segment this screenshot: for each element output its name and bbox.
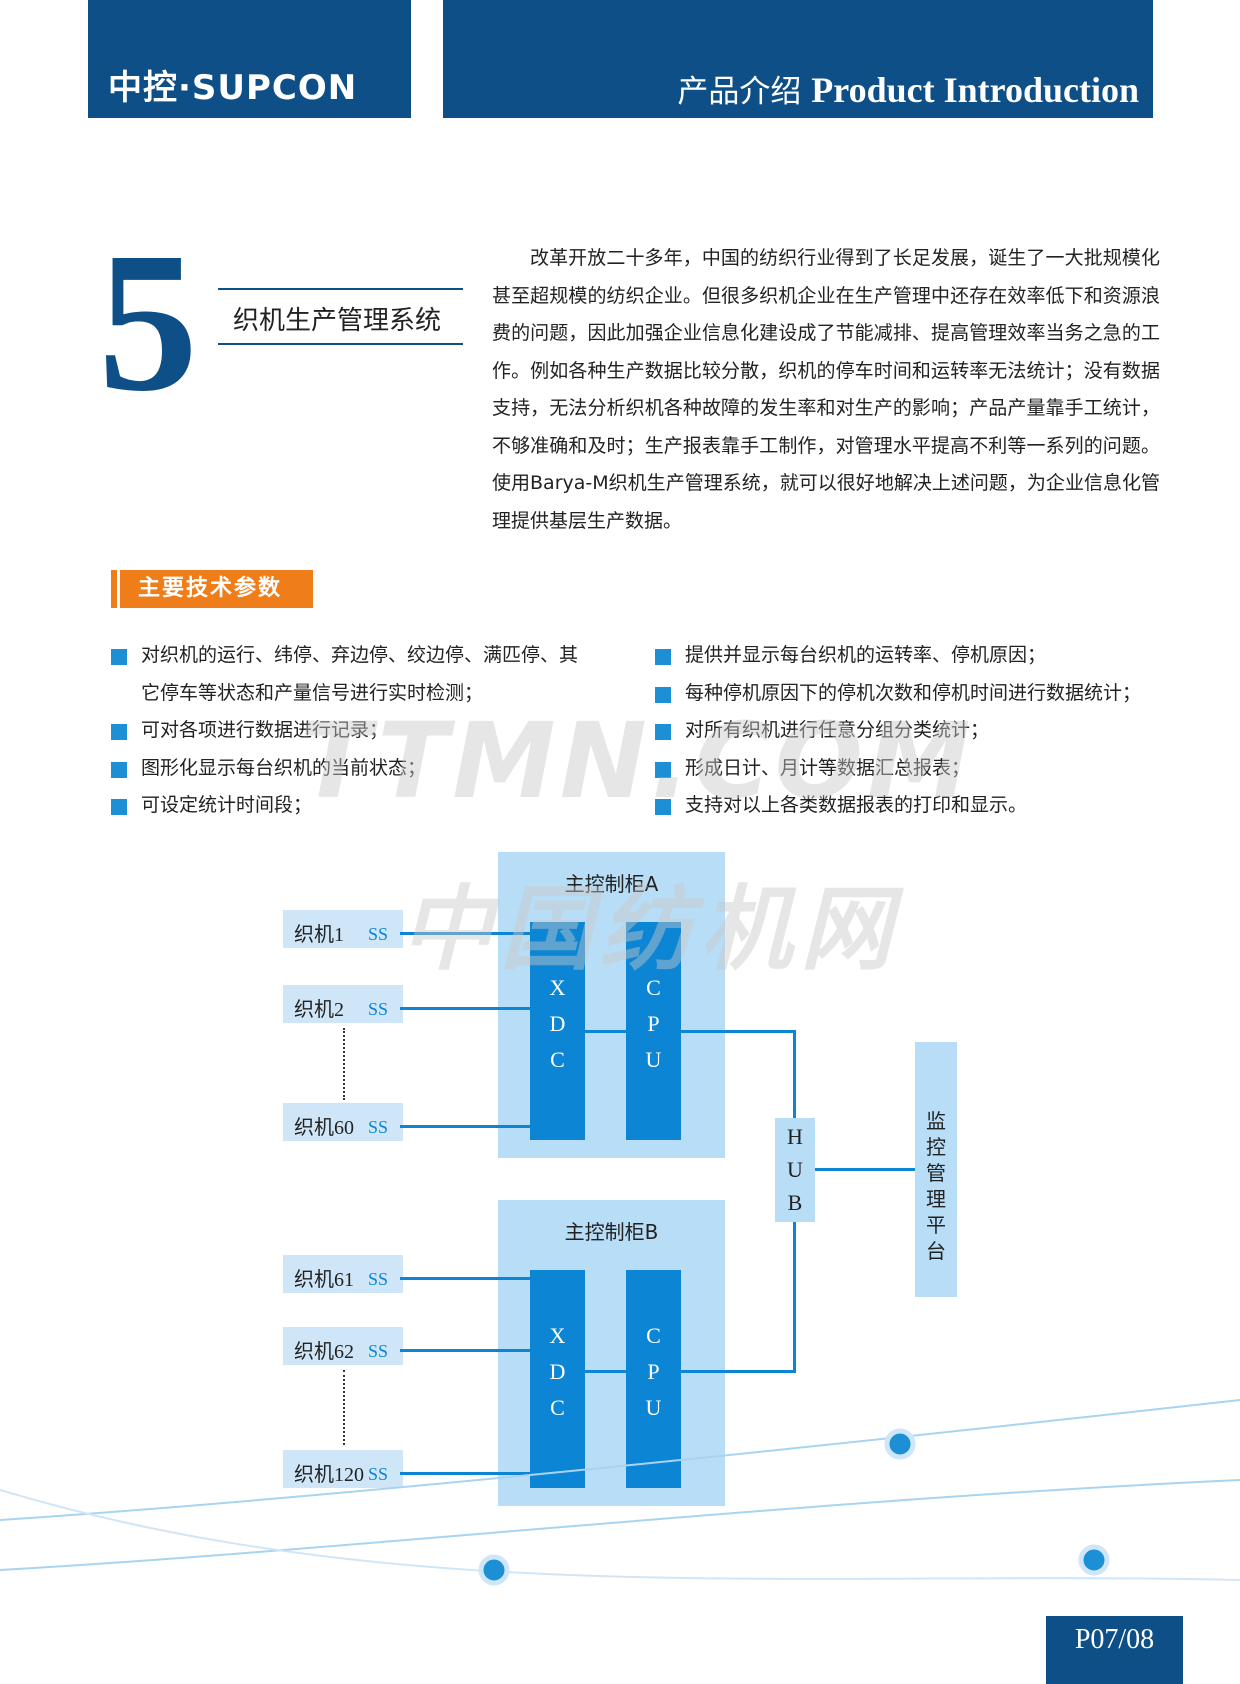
xdc-module-b bbox=[530, 1270, 585, 1488]
ss-label: SS bbox=[368, 1117, 389, 1137]
loom-link bbox=[400, 1349, 530, 1352]
loom-box bbox=[283, 1255, 403, 1293]
loom-link bbox=[400, 1472, 530, 1475]
list-item: 每种停机原因下的停机次数和停机时间进行数据统计； bbox=[655, 675, 1215, 713]
hub-trunk-bottom bbox=[793, 1220, 796, 1373]
cpu-module-a bbox=[626, 922, 681, 1140]
list-item-continuation: 它停车等状态和产量信号进行实时检测； bbox=[141, 681, 484, 704]
hub-box bbox=[775, 1118, 815, 1222]
bullet-square-icon bbox=[111, 761, 127, 778]
decorative-curves bbox=[0, 1399, 1240, 1586]
loom-ellipsis bbox=[343, 1370, 345, 1445]
tech-list-right: 提供并显示每台织机的运转率、停机原因； 每种停机原因下的停机次数和停机时间进行数… bbox=[655, 637, 1215, 825]
loom-box bbox=[283, 985, 403, 1023]
bullet-square-icon bbox=[655, 724, 671, 740]
loom-box bbox=[283, 1327, 403, 1365]
cpu-hub-link-b bbox=[681, 1370, 795, 1373]
list-item: 提供并显示每台织机的运转率、停机原因； bbox=[655, 637, 1215, 675]
loom-label: 织机2 bbox=[294, 999, 344, 1021]
loom-label: 织机60 bbox=[294, 1117, 354, 1139]
loom-label: 织机120 bbox=[294, 1464, 364, 1486]
bullet-square-icon bbox=[111, 724, 127, 740]
loom-label: 织机1 bbox=[294, 924, 344, 946]
cpu-module-b bbox=[626, 1270, 681, 1488]
list-item: 支持对以上各类数据报表的打印和显示。 bbox=[655, 787, 1215, 825]
list-item: 对织机的运行、纬停、弃边停、绞边停、满匹停、其 bbox=[111, 637, 631, 675]
tag-accent-bar bbox=[111, 570, 117, 608]
bullet-square-icon bbox=[655, 761, 671, 778]
loom-box bbox=[283, 1450, 403, 1488]
loom-box bbox=[283, 910, 403, 948]
xdc-module-a bbox=[530, 922, 585, 1140]
ss-label: SS bbox=[368, 924, 389, 944]
bullet-square-icon bbox=[111, 799, 127, 815]
ss-label: SS bbox=[368, 999, 389, 1019]
loom-box bbox=[283, 1103, 403, 1141]
section-divider-bottom bbox=[218, 343, 463, 345]
watermark-latin: TTMN.COM bbox=[300, 700, 975, 822]
hub-monitor-link bbox=[815, 1168, 915, 1171]
cpu-hub-link-a bbox=[681, 1030, 795, 1033]
cabinet-a-title: 主控制柜A bbox=[564, 872, 659, 896]
tech-list-left: 对织机的运行、纬停、弃边停、绞边停、满匹停、其 它停车等状态和产量信号进行实时检… bbox=[111, 637, 631, 825]
bullet-square-icon bbox=[655, 799, 671, 815]
page-title-cn: 产品介绍 bbox=[677, 74, 802, 110]
loom-link bbox=[400, 932, 530, 935]
watermark-cn: 中国纺机网 bbox=[400, 876, 901, 983]
loom-link bbox=[400, 1007, 530, 1010]
section-title: 织机生产管理系统 bbox=[233, 306, 442, 336]
loom-link bbox=[400, 1277, 530, 1280]
monitor-platform-box bbox=[915, 1042, 957, 1297]
section-number: 5 bbox=[98, 212, 198, 433]
bullet-square-icon bbox=[655, 686, 671, 703]
list-item: 可设定统计时间段； bbox=[111, 787, 631, 825]
list-item: 形成日计、月计等数据汇总报表； bbox=[655, 750, 1215, 788]
bullet-square-icon bbox=[111, 649, 127, 665]
section-divider-top bbox=[218, 288, 463, 290]
ss-label: SS bbox=[368, 1269, 389, 1289]
loom-link bbox=[400, 1125, 530, 1128]
company-logo: 中控·SUPCON bbox=[108, 68, 358, 108]
loom-label: 织机62 bbox=[294, 1341, 354, 1363]
monitor-platform-label: 监控管 理平台 bbox=[926, 1109, 946, 1263]
title-banner: 产品介绍 Product Introduction bbox=[443, 0, 1153, 118]
page-number: P07/08 bbox=[1046, 1616, 1183, 1684]
ss-label: SS bbox=[368, 1464, 389, 1484]
cabinet-b-title: 主控制柜B bbox=[564, 1220, 659, 1244]
hub-trunk-top bbox=[793, 1030, 796, 1120]
list-item: 图形化显示每台织机的当前状态； bbox=[111, 750, 631, 788]
page-title: 产品介绍 Product Introduction bbox=[677, 66, 1139, 111]
loom-label: 织机61 bbox=[294, 1269, 354, 1291]
page-title-en: Product Introduction bbox=[811, 70, 1139, 110]
ss-label: SS bbox=[368, 1341, 389, 1361]
loom-ellipsis bbox=[343, 1028, 345, 1100]
tech-params-tag: 主要技术参数 bbox=[120, 570, 313, 608]
logo-banner: 中控·SUPCON bbox=[88, 0, 411, 118]
xdc-cpu-link-b bbox=[585, 1370, 626, 1373]
list-item: 可对各项进行数据进行记录； bbox=[111, 712, 631, 750]
intro-paragraph: 改革开放二十多年，中国的纺织行业得到了长足发展，诞生了一大批规模化甚至超规模的纺… bbox=[492, 247, 1160, 532]
list-item: 对所有织机进行任意分组分类统计； bbox=[655, 712, 1215, 750]
xdc-cpu-link-a bbox=[585, 1030, 626, 1033]
bullet-square-icon bbox=[655, 649, 671, 665]
